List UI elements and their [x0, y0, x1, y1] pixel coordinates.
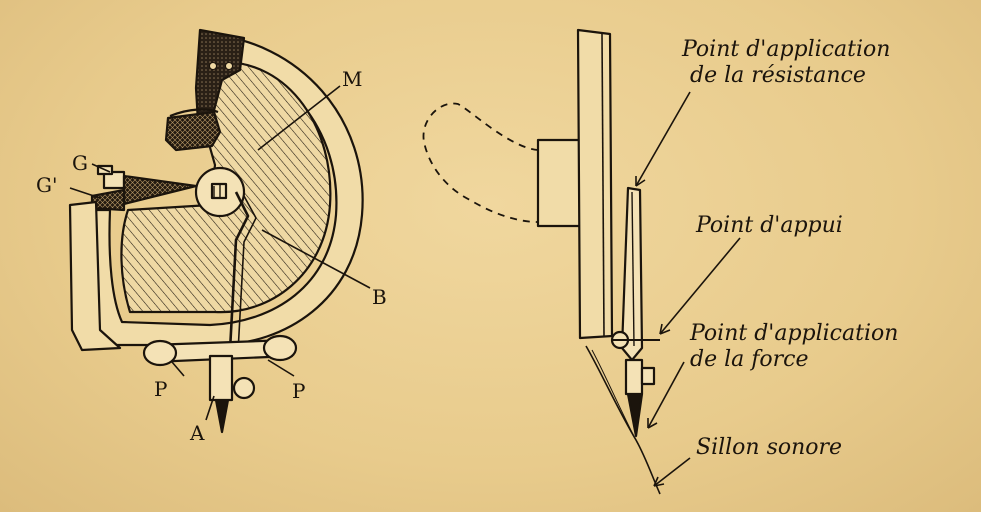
- top-block: [194, 28, 246, 124]
- lever-b: [228, 191, 250, 351]
- label-force-line2: de la force: [690, 347, 809, 372]
- lever-arm: [620, 186, 644, 362]
- magnet-block: [164, 110, 222, 152]
- body-plate: [576, 28, 614, 340]
- side-needle-holder: [624, 358, 644, 396]
- needle-holder: [208, 354, 234, 402]
- label-force-line1: Point d'application: [689, 321, 898, 346]
- label-p-left: P: [154, 377, 167, 401]
- label-m: M: [342, 67, 362, 91]
- pickup-side-view: [422, 28, 741, 495]
- side-needle: [626, 393, 644, 438]
- dashed-arm: [422, 102, 539, 223]
- label-g: G: [72, 151, 88, 175]
- label-a: A: [189, 421, 205, 445]
- mount-block: [536, 138, 582, 228]
- label-resistance-line1: Point d'application: [681, 37, 890, 62]
- pickup-front-view: [68, 28, 371, 434]
- label-sillon: Sillon sonore: [696, 435, 842, 460]
- cone-gprime: [122, 174, 198, 206]
- label-appui: Point d'appui: [695, 213, 843, 238]
- label-g-prime: G': [36, 173, 57, 197]
- needle-a: [214, 399, 230, 434]
- label-resistance-line2: de la résistance: [690, 63, 866, 88]
- label-b: B: [372, 285, 387, 309]
- label-p-right: P: [292, 379, 305, 403]
